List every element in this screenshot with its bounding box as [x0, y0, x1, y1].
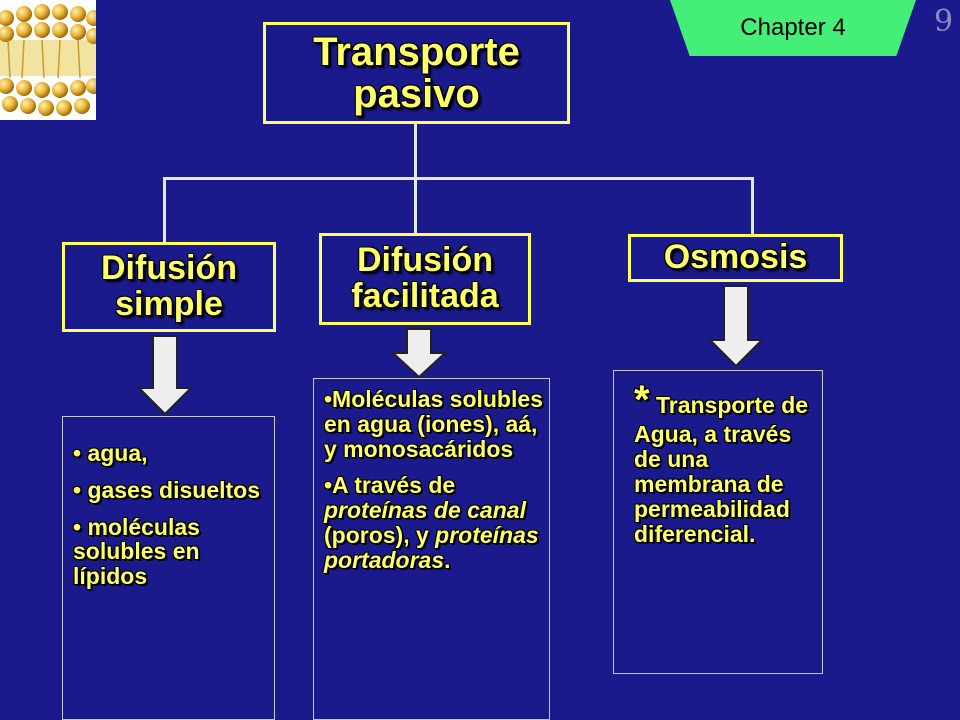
list-item: •A través de proteínas de canal (poros),… [324, 472, 539, 573]
arrow-down-facilitada-icon [391, 328, 447, 379]
node-osmosis: Osmosis [628, 234, 843, 282]
connector-horizontal [163, 177, 754, 180]
connector-left-drop [163, 177, 166, 243]
root-title: Transporte pasivo [313, 30, 520, 116]
osmosis-description: * Transporte de Agua, a través de una me… [634, 378, 809, 547]
detail-box-simple: • agua, • gases disueltos • moléculas so… [62, 416, 275, 720]
detail-box-osmosis: * Transporte de Agua, a través de una me… [613, 370, 823, 674]
node-difusion-facilitada-label: Difusión facilitada [351, 241, 499, 315]
node-difusion-facilitada: Difusión facilitada [319, 233, 531, 325]
node-difusion-simple-label: Difusión simple [101, 249, 237, 323]
list-item: • agua, [73, 440, 148, 466]
connector-right-drop [751, 177, 754, 236]
node-osmosis-label: Osmosis [663, 238, 808, 277]
list-item: •Moléculas solubles en agua (iones), aá,… [324, 386, 543, 462]
chapter-tab: Chapter 4 [670, 0, 916, 56]
root-node: Transporte pasivo [263, 22, 570, 124]
page-number: 9 [934, 4, 954, 39]
membrane-image [0, 0, 102, 120]
arrow-down-osmosis-icon [708, 285, 764, 368]
detail-box-facilitada: •Moléculas solubles en agua (iones), aá,… [313, 378, 550, 720]
list-item: • gases disueltos [73, 476, 261, 503]
connector-middle-drop [414, 177, 417, 234]
star-mark: * [634, 378, 650, 422]
connector-root-stem [414, 123, 417, 179]
arrow-down-simple-icon [137, 335, 193, 416]
list-item: • moléculas solubles en lípidos [73, 513, 200, 590]
chapter-label: Chapter 4 [740, 14, 846, 41]
node-difusion-simple: Difusión simple [62, 242, 276, 332]
